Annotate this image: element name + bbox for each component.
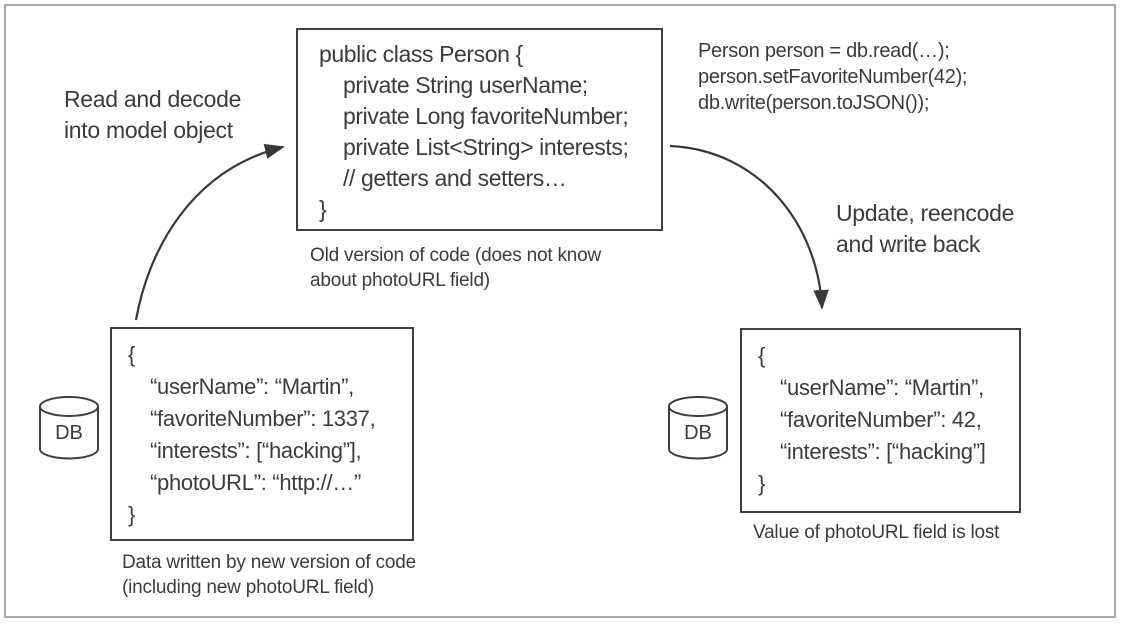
caption-line: about photoURL field) [310,270,490,291]
code-line: // getters and setters… [343,165,567,191]
json-line: “interests”: [“hacking”] [780,439,986,464]
label-line: into model object [64,117,233,143]
db-cylinder-icon: DB [668,396,728,460]
db-label: DB [55,422,83,444]
json-line: “userName”: “Martin”, [780,375,984,400]
json-line: “favoriteNumber”: 1337, [150,406,376,431]
db-label: DB [684,422,712,444]
old-code-caption: Old version of code (does not know about… [310,243,601,293]
json-line: “favoriteNumber”: 42, [780,407,982,432]
db-cylinder-icon: DB [39,396,99,460]
json-line: “interests”: [“hacking”], [150,438,362,463]
code-line: private List<String> interests; [343,134,629,160]
json-line: } [128,502,136,527]
caption-line: (including new photoURL field) [122,577,375,598]
code-line: db.write(person.toJSON()); [698,92,930,114]
code-line: private Long favoriteNumber; [343,103,629,129]
new-data-caption: Data written by new version of code (inc… [122,550,416,600]
code-line: } [319,196,327,222]
update-write-label: Update, reencode and write back [836,198,1014,260]
app-code-snippet: Person person = db.read(…); person.setFa… [698,38,968,116]
json-line: } [758,471,766,496]
json-document-rewritten: { “userName”: “Martin”, “favoriteNumber”… [740,328,1021,513]
json-line: “photoURL”: “http://…” [150,470,362,495]
code-line: public class Person { [319,41,523,67]
code-line: person.setFavoriteNumber(42); [698,66,968,88]
caption-line: Value of photoURL field is lost [753,522,1000,543]
person-class-box: public class Person { private String use… [296,28,663,231]
json-line: “userName”: “Martin”, [150,374,354,399]
json-line: { [128,342,136,367]
caption-line: Old version of code (does not know [310,245,602,266]
read-decode-label: Read and decode into model object [64,84,241,146]
code-line: private String userName; [343,72,588,98]
caption-line: Data written by new version of code [122,552,416,573]
lost-field-caption: Value of photoURL field is lost [753,520,999,545]
label-line: Update, reencode [836,200,1015,226]
label-line: and write back [836,231,981,257]
json-document-new: { “userName”: “Martin”, “favoriteNumber”… [110,327,414,541]
json-line: { [758,343,766,368]
label-line: Read and decode [64,86,242,112]
code-line: Person person = db.read(…); [698,40,950,62]
